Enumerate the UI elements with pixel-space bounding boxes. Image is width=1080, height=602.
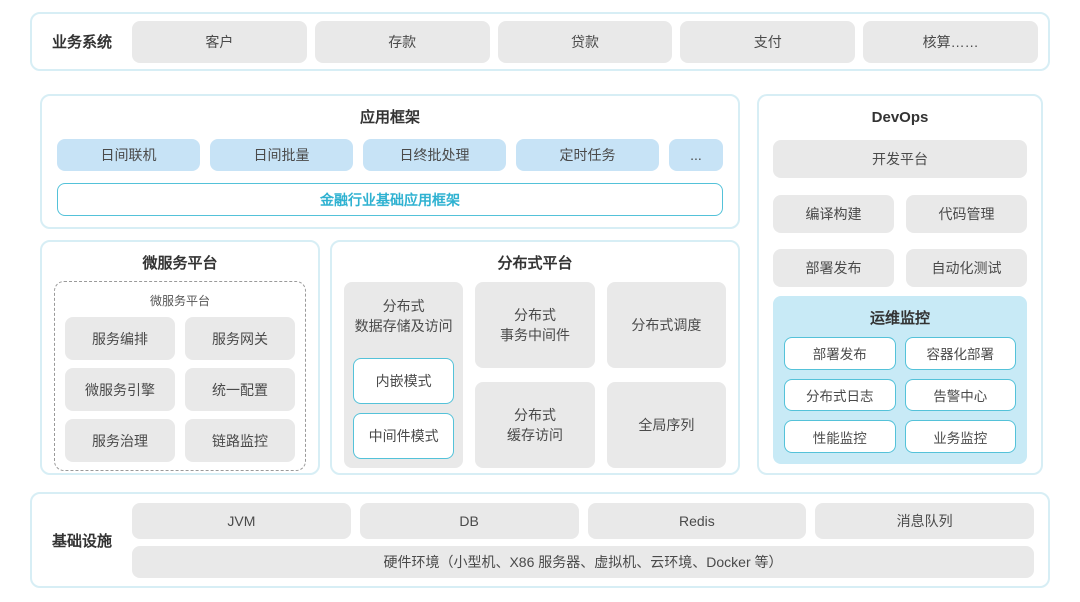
business-chip-row: 客户 存款 贷款 支付 核算…… (132, 20, 1038, 63)
infrastructure-panel: 基础设施 JVM DB Redis 消息队列 硬件环境（小型机、X86 服务器、… (30, 492, 1050, 588)
app-framework-chip-more: ... (669, 139, 723, 171)
app-framework-chip: 定时任务 (516, 139, 659, 171)
distributed-grid: 分布式 数据存储及访问 内嵌模式 中间件模式 分布式 事务中间件 分布式调度 分… (344, 282, 726, 468)
distributed-cell: 分布式 事务中间件 (475, 282, 595, 368)
devops-item: 代码管理 (906, 195, 1027, 233)
distributed-storage-cell: 分布式 数据存储及访问 内嵌模式 中间件模式 (344, 282, 464, 468)
distributed-title: 分布式平台 (497, 255, 573, 272)
app-framework-chip: 日间批量 (210, 139, 353, 171)
ops-monitor-grid: 部署发布 容器化部署 分布式日志 告警中心 性能监控 业务监控 (784, 337, 1016, 453)
infrastructure-content: JVM DB Redis 消息队列 硬件环境（小型机、X86 服务器、虚拟机、云… (132, 502, 1034, 578)
infrastructure-item: DB (359, 502, 579, 539)
microservice-item: 链路监控 (185, 419, 295, 462)
microservice-inner-title: 微服务平台 (149, 294, 210, 308)
microservice-title: 微服务平台 (142, 255, 218, 272)
base-framework-bar: 金融行业基础应用框架 (57, 183, 723, 216)
distributed-cell: 全局序列 (606, 382, 726, 468)
ops-monitor-item: 性能监控 (784, 420, 896, 453)
app-framework-panel: 应用框架 日间联机 日间批量 日终批处理 定时任务 ... 金融行业基础应用框架 (40, 94, 740, 229)
distributed-storage-label: 分布式 数据存储及访问 (354, 298, 453, 335)
business-item: 贷款 (497, 20, 673, 63)
ops-monitor-item: 告警中心 (904, 378, 1016, 412)
microservice-item: 统一配置 (185, 368, 295, 411)
ops-monitor-title: 运维监控 (869, 310, 930, 327)
infrastructure-label: 基础设施 (51, 532, 112, 550)
microservice-platform-panel: 微服务平台 微服务平台 服务编排 服务网关 微服务引擎 统一配置 服务治理 链路… (40, 240, 320, 475)
ops-monitor-item: 容器化部署 (904, 337, 1016, 370)
devops-item: 自动化测试 (906, 249, 1027, 287)
infrastructure-item: Redis (587, 502, 807, 539)
business-item: 客户 (132, 20, 307, 63)
devops-title: DevOps (871, 109, 929, 126)
storage-mode-item: 中间件模式 (353, 413, 455, 459)
ops-monitor-item: 部署发布 (784, 337, 896, 370)
microservice-grid: 服务编排 服务网关 微服务引擎 统一配置 服务治理 链路监控 (65, 317, 295, 462)
app-framework-chip: 日间联机 (57, 139, 200, 171)
microservice-item: 微服务引擎 (65, 368, 175, 411)
business-item: 核算…… (863, 20, 1038, 63)
devops-grid: 编译构建 代码管理 部署发布 自动化测试 (773, 195, 1027, 287)
app-framework-chip-row: 日间联机 日间批量 日终批处理 定时任务 ... (57, 139, 723, 171)
distributed-cell: 分布式 缓存访问 (475, 382, 595, 468)
app-framework-title: 应用框架 (359, 109, 420, 126)
business-layer-label: 业务系统 (51, 34, 112, 51)
infrastructure-item: JVM (132, 502, 351, 539)
distributed-cell: 分布式调度 (606, 282, 726, 368)
hardware-environment-bar: 硬件环境（小型机、X86 服务器、虚拟机、云环境、Docker 等） (132, 545, 1034, 578)
business-item: 支付 (680, 20, 856, 63)
ops-monitor-panel: 运维监控 部署发布 容器化部署 分布式日志 告警中心 性能监控 业务监控 (773, 296, 1027, 464)
infrastructure-chip-row: JVM DB Redis 消息队列 (132, 502, 1034, 539)
app-framework-chip: 日终批处理 (363, 139, 506, 171)
storage-mode-item: 内嵌模式 (353, 358, 455, 404)
business-layer-panel: 业务系统 客户 存款 贷款 支付 核算…… (30, 12, 1050, 71)
devops-item: 编译构建 (773, 195, 894, 233)
microservice-item: 服务编排 (65, 317, 175, 360)
infrastructure-item: 消息队列 (815, 502, 1034, 539)
devops-platform-chip: 开发平台 (773, 140, 1027, 178)
microservice-item: 服务治理 (65, 419, 175, 462)
distributed-platform-panel: 分布式平台 分布式 数据存储及访问 内嵌模式 中间件模式 分布式 事务中间件 分… (330, 240, 740, 475)
microservice-inner-box: 微服务平台 服务编排 服务网关 微服务引擎 统一配置 服务治理 链路监控 (54, 281, 306, 471)
devops-panel: DevOps 开发平台 编译构建 代码管理 部署发布 自动化测试 运维监控 部署… (757, 94, 1043, 475)
devops-item: 部署发布 (773, 249, 894, 287)
ops-monitor-item: 业务监控 (904, 420, 1016, 453)
business-item: 存款 (314, 20, 490, 63)
ops-monitor-item: 分布式日志 (784, 378, 896, 412)
microservice-item: 服务网关 (185, 317, 295, 360)
